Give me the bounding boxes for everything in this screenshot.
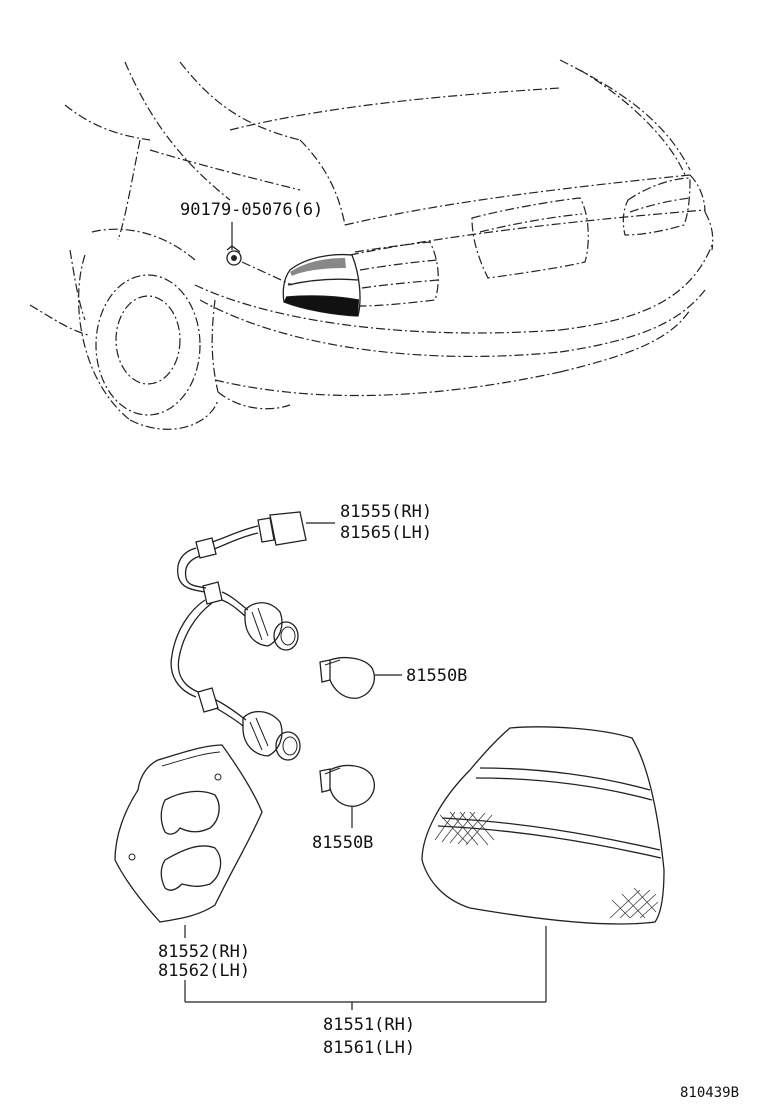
bolt-part-label: 90179-05076(6) <box>180 200 323 220</box>
lamp-lh-label: 81561(LH) <box>323 1038 415 1058</box>
bulb-upper-label: 81550B <box>406 666 467 686</box>
bolt-on-car <box>226 222 293 286</box>
tail-lamp-lens <box>421 726 665 1002</box>
socket-and-wire-assembly <box>170 511 335 761</box>
socket-rh-label: 81555(RH) <box>340 502 432 522</box>
diagram-reference-code: 810439B <box>680 1085 739 1101</box>
upper-bulb <box>319 657 402 699</box>
car-rear-illustration <box>29 59 714 430</box>
lower-bulb <box>319 764 375 828</box>
gasket-rh-label: 81552(RH) <box>158 942 250 962</box>
assembly-bracket <box>184 980 546 1010</box>
gasket <box>114 744 263 938</box>
gasket-lh-label: 81562(LH) <box>158 961 250 981</box>
lamp-rh-label: 81551(RH) <box>323 1015 415 1035</box>
tail-lamp-on-car <box>282 253 361 317</box>
bulb-lower-label: 81550B <box>312 833 373 853</box>
socket-lh-label: 81565(LH) <box>340 523 432 543</box>
